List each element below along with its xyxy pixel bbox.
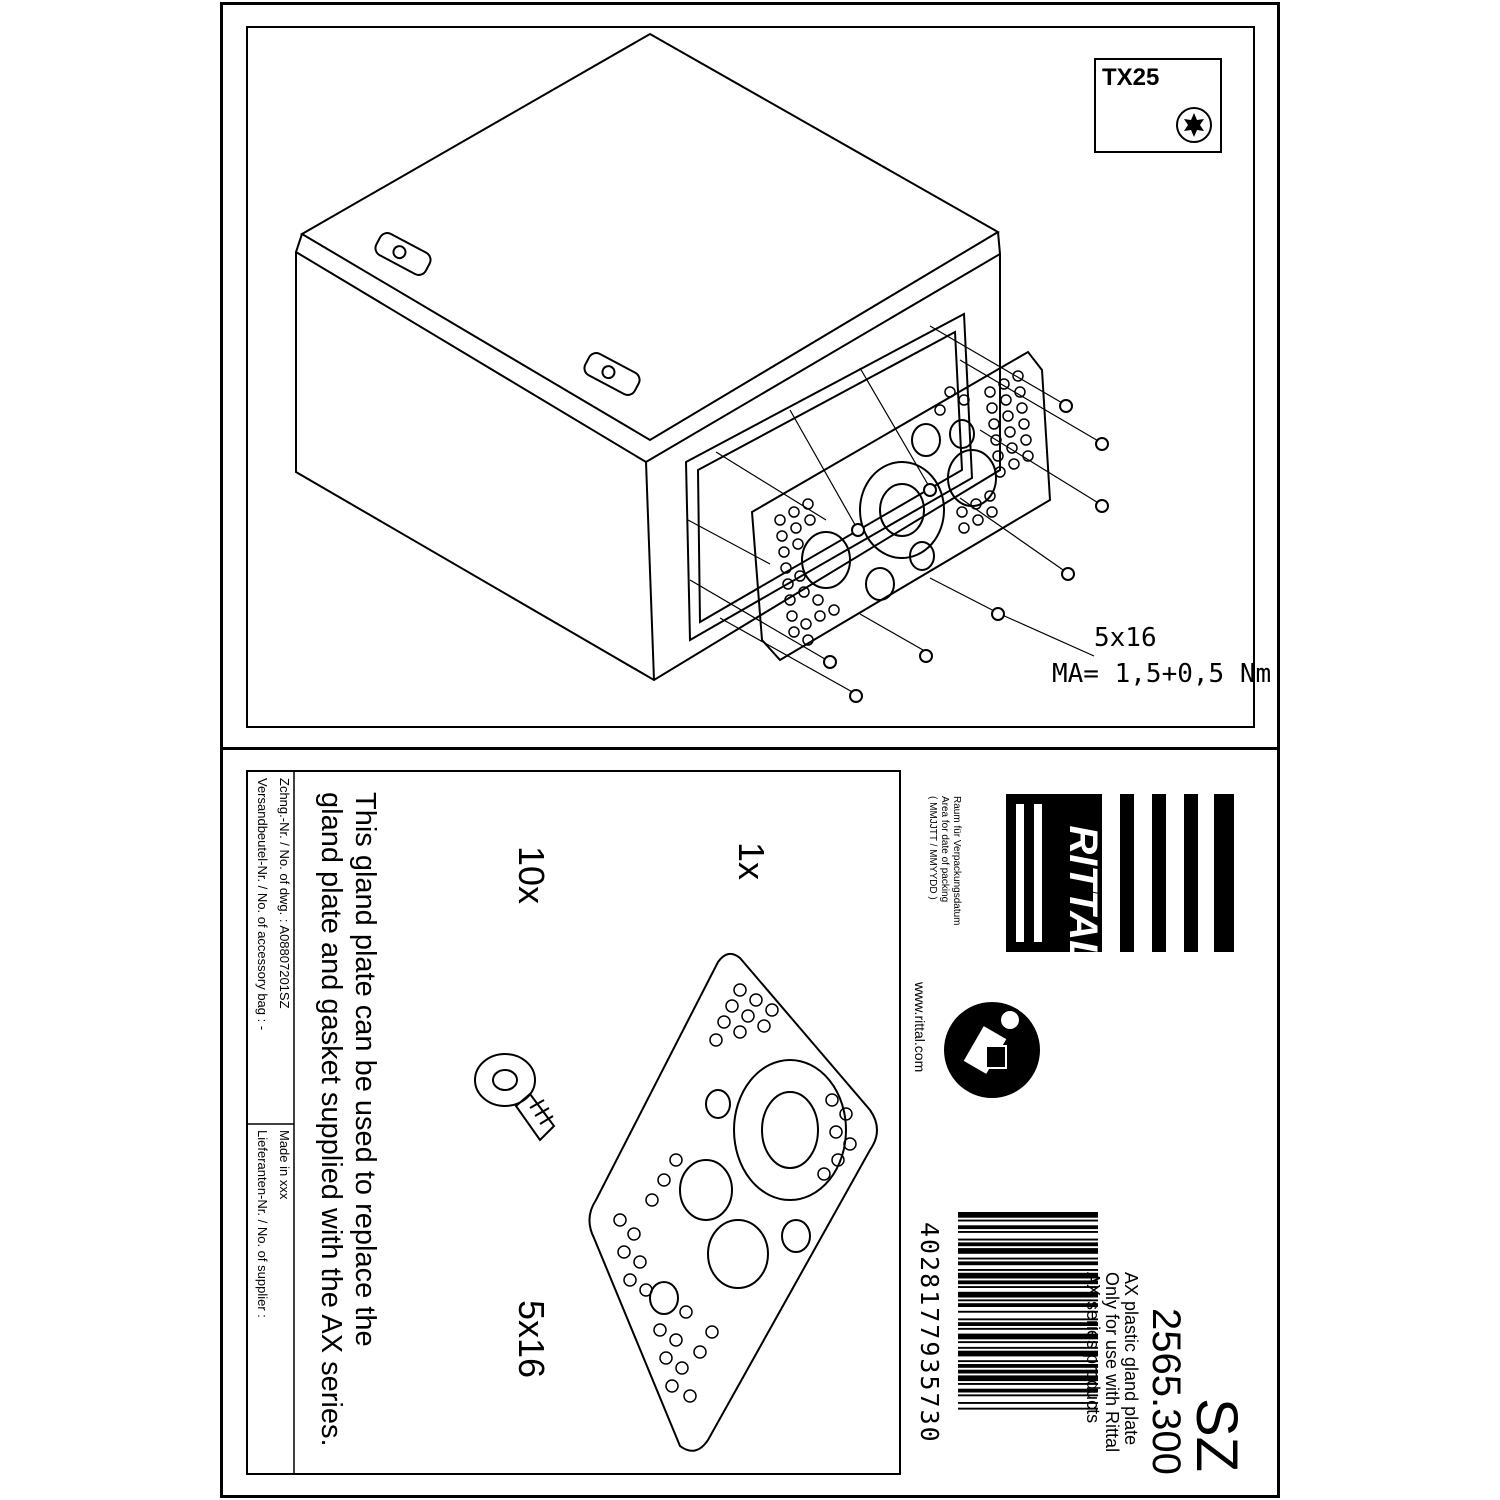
barcode-bar xyxy=(958,1402,1098,1404)
product-note-1: Only for use with Rittal xyxy=(1102,1272,1122,1453)
barcode-bar xyxy=(958,1327,1098,1330)
product-number: 2565.300 xyxy=(1144,1308,1188,1475)
made-in: Made in xxx xyxy=(277,1130,292,1200)
instruction-sheet xyxy=(220,2,1280,1498)
barcode-bar xyxy=(958,1383,1098,1385)
barcode-bar xyxy=(958,1238,1098,1241)
product-code: SZ xyxy=(1184,1398,1249,1473)
barcode-bar xyxy=(958,1333,1098,1340)
tool-label: TX25 xyxy=(1102,64,1160,91)
barcode-bar xyxy=(958,1318,1098,1321)
accessory-bag-number: Versandbeutel-Nr. / No. of accessory bag… xyxy=(255,778,270,1031)
barcode-bar xyxy=(958,1291,1098,1298)
ean-number: 4028177935730 xyxy=(915,1222,944,1444)
packing-line-1: Raum für Verpackungsdatum xyxy=(951,796,962,926)
barcode-bar xyxy=(958,1394,1098,1397)
product-info: AX plastic gland plate Only for use with… xyxy=(1083,1272,1141,1453)
barcode-bar xyxy=(958,1272,1098,1279)
packing-line-3: ( MMJJTT / MMYYDD ) xyxy=(927,796,938,900)
barcode-bar xyxy=(958,1360,1098,1363)
packing-line-2: Area for date of packing xyxy=(939,796,950,903)
barcode-bar xyxy=(958,1388,1098,1393)
screw-size: 5x16 xyxy=(1094,623,1157,653)
screw-quantity: 10x xyxy=(511,846,552,905)
barcode-bar xyxy=(958,1341,1098,1344)
tool-spec-box: TX25 xyxy=(1094,58,1222,153)
gland-plate xyxy=(750,350,1052,662)
description-line-1: This gland plate can be used to replace … xyxy=(349,792,381,1347)
barcode-bar xyxy=(958,1286,1098,1288)
screw-spec: 5x16 MA= 1,5+0,5 Nm xyxy=(1052,620,1271,692)
barcode-bar xyxy=(958,1269,1098,1271)
barcode-bar xyxy=(958,1225,1098,1230)
barcode-bar xyxy=(958,1350,1098,1357)
barcode-bar xyxy=(958,1242,1098,1247)
barcode-bar xyxy=(958,1212,1098,1218)
torx-icon xyxy=(1176,107,1212,143)
barcode-bar xyxy=(958,1407,1098,1410)
section-divider xyxy=(220,747,1280,750)
barcode-bar xyxy=(958,1219,1098,1222)
barcode-bar xyxy=(958,1322,1098,1326)
supplier-number: Lieferanten-Nr. / No. of supplier : xyxy=(255,1130,270,1318)
barcode-bar xyxy=(958,1375,1098,1382)
info-frame xyxy=(246,770,901,1475)
product-note-2: AX series products xyxy=(1083,1272,1103,1424)
enclosure-cutout xyxy=(684,312,974,642)
barcode-bar xyxy=(958,1310,1098,1313)
barcode-bar xyxy=(958,1346,1098,1349)
barcode-bar xyxy=(958,1364,1098,1368)
dwg-number: Zchng.-Nr. / No. of dwg. : A08807201SZ xyxy=(277,778,292,1009)
description-line-2: gland plate and gasket supplied with the… xyxy=(315,792,347,1447)
enclosure-lid xyxy=(300,32,1000,442)
packing-date-area: Raum für Verpackungsdatum Area for date … xyxy=(926,796,962,926)
assembly-drawing xyxy=(294,32,1109,703)
barcode-bar xyxy=(958,1261,1098,1266)
torque-spec: MA= 1,5+0,5 Nm xyxy=(1052,659,1272,689)
barcode-bar xyxy=(958,1257,1098,1260)
barcode-bar xyxy=(958,1369,1098,1374)
ean-barcode xyxy=(958,1212,1098,1410)
lock-icon-2 xyxy=(583,352,641,396)
website: www.rittal.com xyxy=(912,982,928,1073)
barcode-bar xyxy=(958,1231,1098,1233)
barcode-bar xyxy=(958,1299,1098,1302)
barcode-bar xyxy=(958,1248,1098,1254)
product-name: AX plastic gland plate xyxy=(1121,1272,1141,1446)
screw-size-label: 5x16 xyxy=(511,1300,552,1379)
lock-icon-1 xyxy=(374,232,432,276)
plate-quantity: 1x xyxy=(731,842,772,881)
barcode-bar xyxy=(958,1303,1098,1307)
description: This gland plate can be used to replace … xyxy=(314,792,382,1447)
assembly-drawing-frame xyxy=(246,26,1255,728)
barcode-bar xyxy=(958,1280,1098,1285)
